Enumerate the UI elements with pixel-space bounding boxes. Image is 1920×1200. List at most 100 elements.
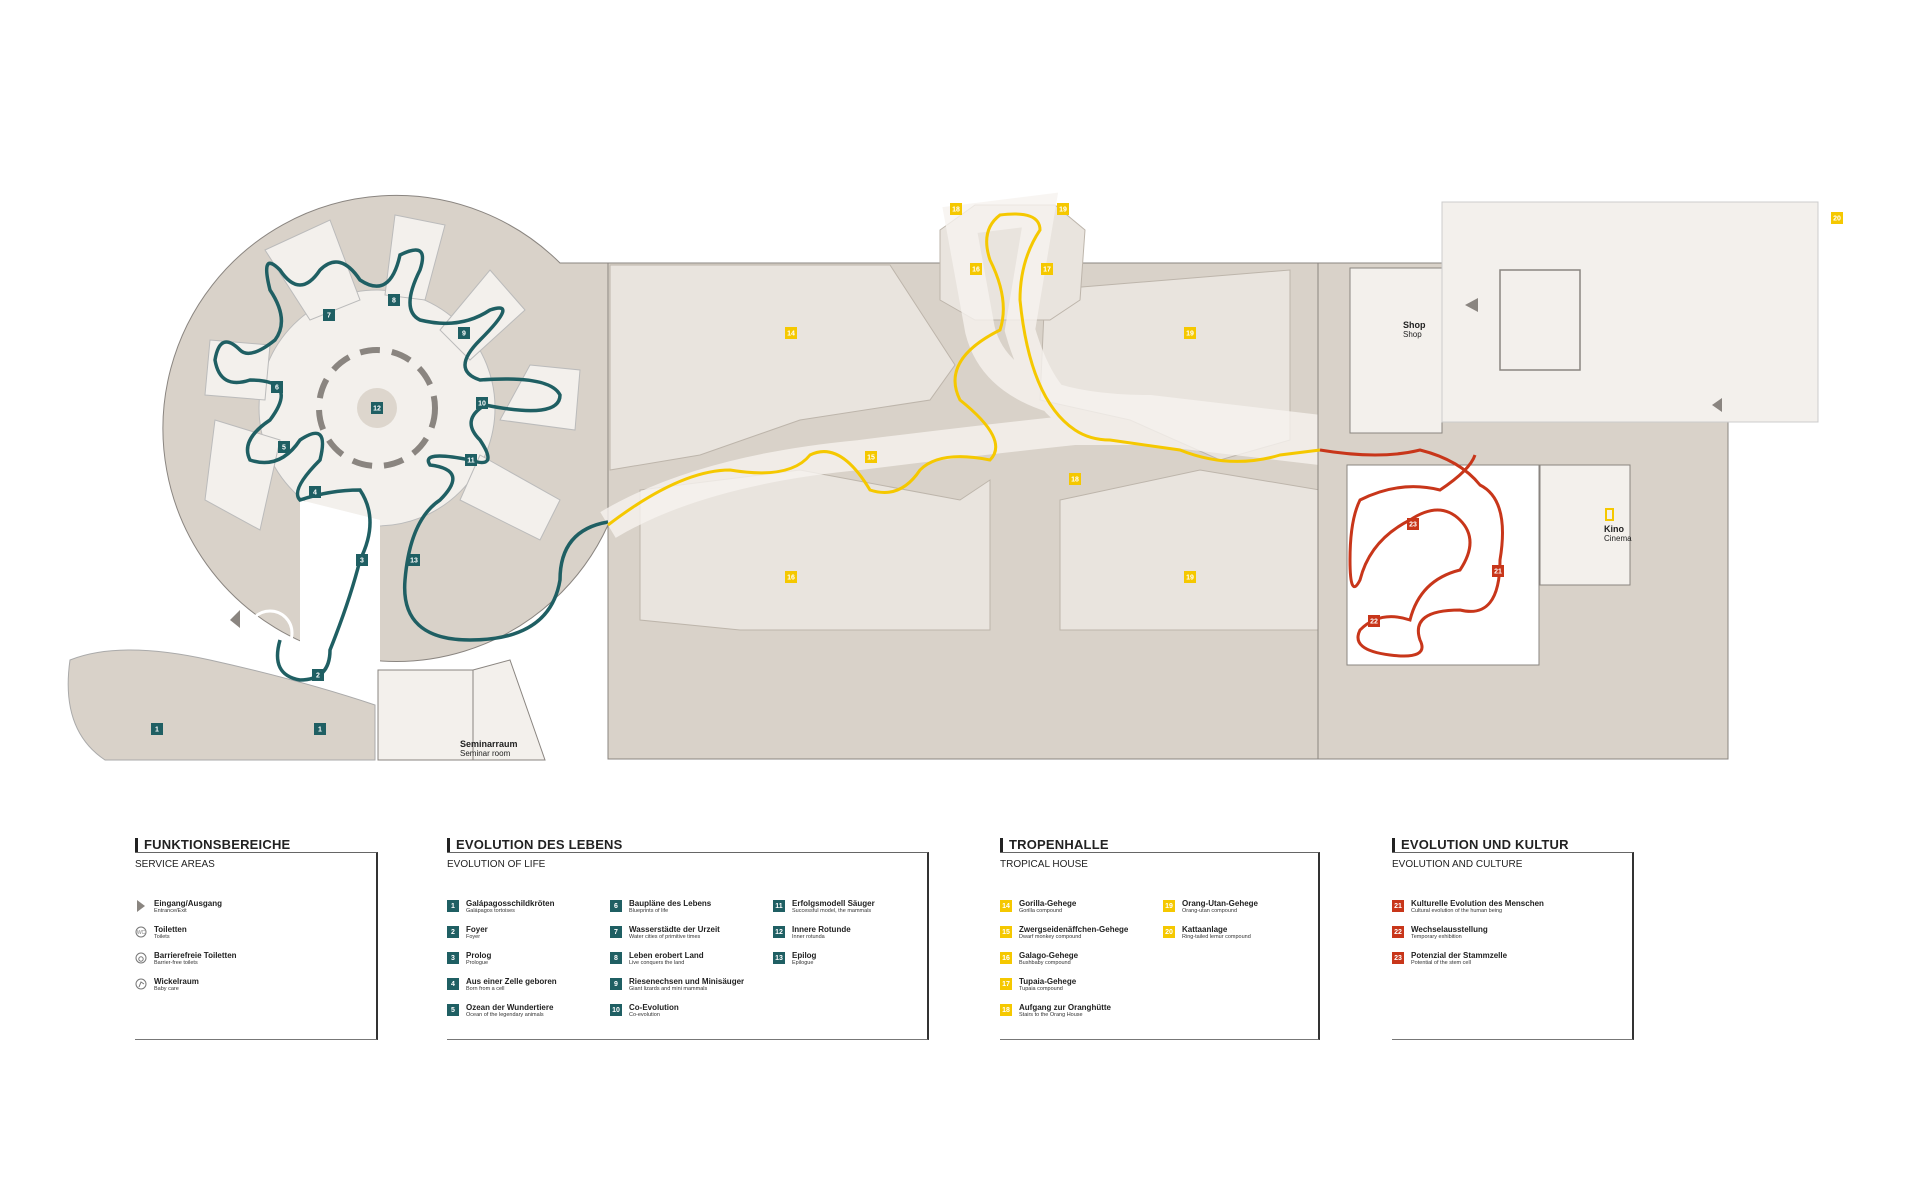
- map-marker-label: 3: [360, 558, 364, 565]
- legend-item-title: Aus einer Zelle geboren: [466, 977, 557, 986]
- legend-item-subtitle: Temporary exhibition: [1411, 934, 1462, 940]
- legend-item-subtitle: Potential of the stem cell: [1411, 960, 1471, 966]
- legend-badge: 16: [1000, 952, 1012, 964]
- entrance-arrow-icon: [230, 610, 240, 628]
- map-marker-label: 20: [1833, 216, 1841, 223]
- map-marker-label: 9: [462, 331, 466, 338]
- shop-area: [1349, 267, 1443, 434]
- legend-item-title: Toiletten: [154, 925, 187, 934]
- map-marker-label: 5: [282, 445, 286, 452]
- map-marker-label: 19: [1186, 575, 1194, 582]
- legend-badge: 22: [1392, 926, 1404, 938]
- legend-badge: 12: [773, 926, 785, 938]
- map-marker-1: [151, 723, 163, 735]
- legend-badge: 10: [610, 1004, 622, 1016]
- legend-item-subtitle: Dwarf monkey compound: [1019, 934, 1082, 940]
- legend-item-title: Riesenechsen und Minisäuger: [629, 977, 745, 986]
- legend-item-subtitle: Epilogue: [792, 960, 814, 966]
- legend-item-subtitle: Orang-utan compound: [1182, 908, 1238, 914]
- legend-badge: 6: [610, 900, 622, 912]
- legend-item-title: Gorilla-Gehege: [1019, 899, 1077, 908]
- legend-item-subtitle: Baby care: [154, 986, 179, 992]
- svg-text:WC: WC: [137, 930, 146, 936]
- cinema-icon: [1605, 508, 1614, 521]
- legend-item-subtitle: Giant lizards and mini mammals: [629, 986, 708, 992]
- map-marker-7: [323, 309, 335, 321]
- map-marker-label: 1: [155, 727, 159, 734]
- map-marker-5: [278, 441, 290, 453]
- legend-item-subtitle: Barrier-free toilets: [154, 960, 198, 966]
- legend-item-title: Wechselausstellung: [1411, 925, 1488, 934]
- legend-subtitle: EVOLUTION AND CULTURE: [1392, 859, 1523, 870]
- legend-heading-culture: EVOLUTION UND KULTUR: [1392, 838, 1569, 852]
- legend-item-title: Eingang/Ausgang: [154, 899, 222, 908]
- legend-badge: 7: [610, 926, 622, 938]
- map-marker-10: [476, 397, 488, 409]
- map-marker-3: [356, 554, 368, 566]
- map-marker-23: [1407, 518, 1419, 530]
- legend-item-title: Foyer: [466, 925, 488, 934]
- legend-item-subtitle: Galápagos tortoises: [466, 908, 515, 914]
- legend-item-subtitle: Foyer: [466, 934, 481, 940]
- map-marker-label: 18: [952, 207, 960, 214]
- legend-item-title: Tupaia-Gehege: [1019, 977, 1077, 986]
- map-marker-18: [1069, 473, 1081, 485]
- map-marker-label: 6: [275, 385, 279, 392]
- map-marker-label: 2: [316, 673, 320, 680]
- map-marker-label: 15: [867, 455, 875, 462]
- legend-item-title: Wickelraum: [154, 977, 199, 986]
- legend-item-subtitle: Ocean of the legendary animals: [466, 1012, 544, 1018]
- legend-item-subtitle: Bushbaby compound: [1019, 960, 1071, 966]
- map-marker-20: [1831, 212, 1843, 224]
- legend-badge: 1: [447, 900, 459, 912]
- map-marker-13: [408, 554, 420, 566]
- legend-subtitle: EVOLUTION OF LIFE: [447, 859, 546, 870]
- map-marker-label: 19: [1186, 331, 1194, 338]
- legend-item-title: Potenzial der Stammzelle: [1411, 951, 1508, 960]
- legend-badge: 8: [610, 952, 622, 964]
- map-marker-19: [1057, 203, 1069, 215]
- route-evolution-of-life: [213, 248, 609, 682]
- route-evolution-and-culture: [1319, 448, 1504, 658]
- legend-badge: 13: [773, 952, 785, 964]
- legend-item-title: Barrierefreie Toiletten: [154, 951, 237, 960]
- map-marker-label: 11: [467, 458, 475, 465]
- legend-heading-life: EVOLUTION DES LEBENS: [447, 838, 623, 852]
- map-marker-label: 14: [787, 331, 795, 338]
- map-marker-label: 23: [1409, 522, 1417, 529]
- map-marker-14: [785, 327, 797, 339]
- legend-badge: 20: [1163, 926, 1175, 938]
- legend-item-title: Prolog: [466, 951, 492, 960]
- legend-title: EVOLUTION UND KULTUR: [1392, 838, 1569, 852]
- map-marker-label: 18: [1071, 477, 1079, 484]
- wc-icon: WC: [135, 926, 147, 938]
- cafe-area: [1441, 201, 1819, 423]
- legend-item-subtitle: Tupaia compound: [1019, 986, 1063, 992]
- legend-item-subtitle: Toilets: [154, 934, 170, 940]
- cinema-area: [1539, 464, 1631, 586]
- legend-badge: 15: [1000, 926, 1012, 938]
- map-marker-16: [785, 571, 797, 583]
